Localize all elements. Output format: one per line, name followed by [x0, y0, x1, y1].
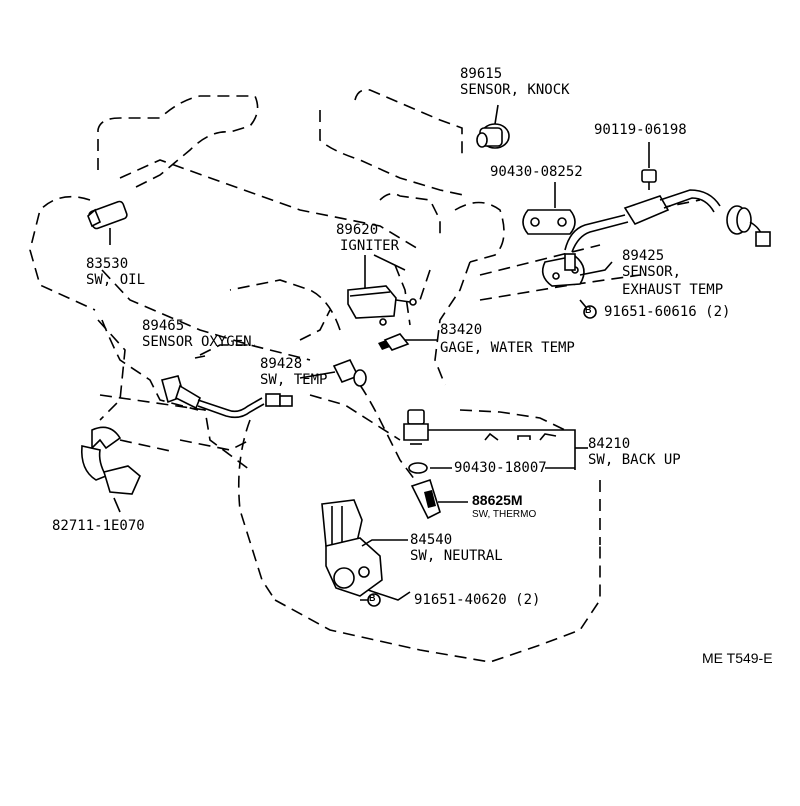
oil-switch-part: [87, 200, 128, 245]
water-temp-gage-number: 83420: [440, 322, 483, 338]
gasket-exhaust-part: [522, 182, 576, 235]
water-temp-gage-part: [378, 333, 438, 351]
gasket-backup-number: 90430-18007: [454, 460, 547, 476]
clamp-part: [80, 426, 141, 513]
igniter-part: [347, 254, 417, 326]
gasket-exhaust-number: 90430-08252: [490, 164, 583, 180]
neutral-switch-part: [321, 499, 411, 601]
bolt-marker-circles: [367, 305, 597, 607]
backup-switch-number: 84210: [588, 436, 631, 452]
exhaust-temp-sensor-name-1: SENSOR,: [622, 264, 682, 280]
bolt-exhaust-number: 91651-60616 (2): [604, 304, 731, 320]
oil-switch-name: SW, OIL: [86, 272, 146, 288]
thermo-switch-part: [410, 478, 468, 520]
backup-switch-part: [403, 409, 588, 470]
knock-sensor-number: 89615: [460, 66, 503, 82]
knock-sensor-part: [476, 104, 510, 149]
clamp-number: 82711-1E070: [52, 518, 145, 534]
gasket-backup-part: [408, 462, 575, 474]
neutral-switch-name: SW, NEUTRAL: [410, 548, 503, 564]
temp-switch-number: 89428: [260, 356, 303, 372]
bolt-exhaust-marker: B: [585, 305, 592, 315]
temp-switch-name: SW, TEMP: [260, 372, 328, 388]
oxygen-sensor-number: 89465: [142, 318, 185, 334]
oxygen-sensor-name: SENSOR OXYGEN: [142, 334, 252, 350]
bolt-neutral-marker: B: [369, 593, 376, 603]
neutral-switch-number: 84540: [410, 532, 453, 548]
exhaust-temp-sensor-name-2: EXHAUST TEMP: [622, 282, 724, 298]
exhaust-temp-sensor-part: [541, 189, 771, 313]
figure-code: ME T549-E: [702, 650, 773, 666]
knock-sensor-name: SENSOR, KNOCK: [460, 82, 570, 98]
backup-switch-name: SW, BACK UP: [588, 452, 681, 468]
oil-switch-number: 83530: [86, 256, 129, 272]
igniter-name: IGNITER: [340, 238, 400, 254]
thermo-switch-name: SW, THERMO: [472, 509, 537, 520]
bolt-upper-number: 90119-06198: [594, 122, 687, 138]
oxygen-sensor-part: [161, 355, 293, 419]
bolt-neutral-number: 91651-40620 (2): [414, 592, 541, 608]
temp-switch-part: [299, 358, 367, 387]
thermo-switch-number: 88625M: [472, 492, 523, 508]
bolt-upper-part: [641, 142, 657, 190]
water-temp-gage-name: GAGE, WATER TEMP: [440, 340, 575, 356]
exhaust-temp-sensor-number: 89425: [622, 248, 665, 264]
igniter-number: 89620: [336, 222, 379, 238]
